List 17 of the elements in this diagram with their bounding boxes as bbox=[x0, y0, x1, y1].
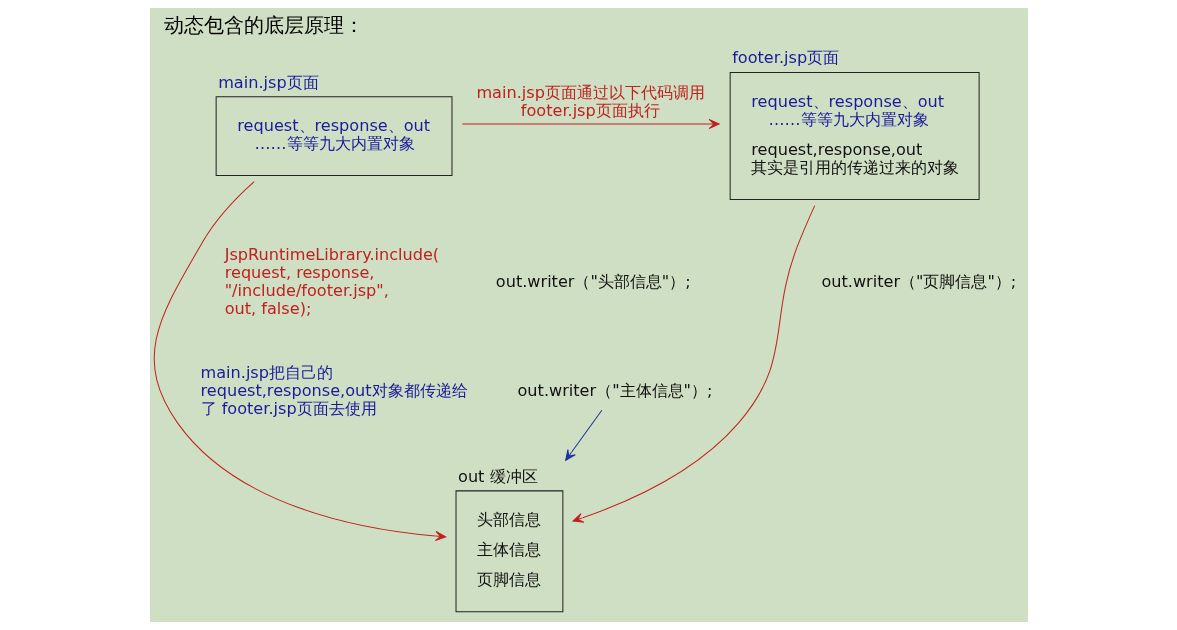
node-box: request、response、out……等等九大内置对象 request,response,out其实是引用的传递过来的对象 bbox=[729, 72, 980, 201]
label: out.writer（"页脚信息"）; bbox=[820, 272, 1016, 292]
diagram-title: 动态包含的底层原理： bbox=[163, 13, 364, 38]
node-box: 头部信息 主体信息 页脚信息 bbox=[455, 490, 563, 613]
label: JspRuntimeLibrary.include(request, response, "/include/footer.jsp", out, false); bbox=[224, 244, 439, 319]
node-box: request、response、out……等等九大内置对象 bbox=[215, 96, 452, 176]
label: out.writer（"头部信息"）; bbox=[495, 272, 691, 292]
edge-label: main.jsp页面通过以下代码调用 footer.jsp页面执行 bbox=[475, 82, 705, 120]
node-label: out 缓冲区 bbox=[457, 466, 538, 486]
arrow bbox=[153, 181, 446, 542]
arrow bbox=[564, 409, 602, 461]
node-label: footer.jsp页面 bbox=[731, 48, 839, 68]
label: main.jsp把自己的 request,response,out对象都传递给了 footer.jsp页面去使用 bbox=[200, 362, 468, 419]
node-text: out.writer（"主体信息"）; bbox=[517, 380, 712, 400]
node-label: main.jsp页面 bbox=[217, 72, 319, 92]
arrow bbox=[461, 118, 720, 130]
arrow bbox=[571, 205, 815, 523]
